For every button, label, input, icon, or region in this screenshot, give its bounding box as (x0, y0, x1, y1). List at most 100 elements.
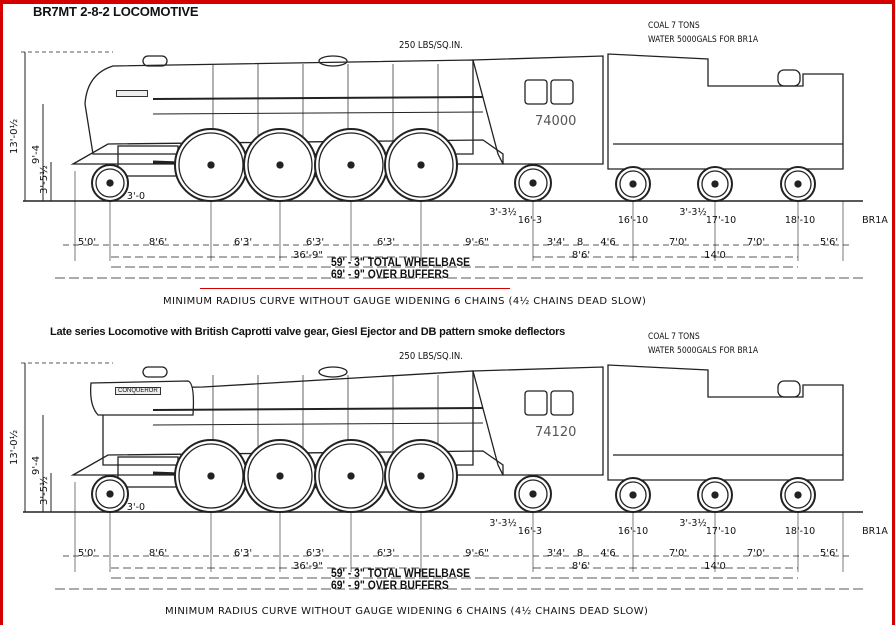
pony-wheel-diameter: 3'-0 (126, 502, 146, 513)
cab (472, 55, 604, 165)
driving-wheel (314, 439, 388, 513)
wheel-spacing-label: 8'6' (148, 237, 168, 248)
driving-wheel (243, 439, 317, 513)
tender-wheel (615, 477, 651, 513)
min-radius-note: MINIMUM RADIUS CURVE WITHOUT GAUGE WIDEN… (165, 606, 649, 617)
wheel-spacing-label: 5'0' (77, 237, 97, 248)
tender-filler (777, 380, 801, 398)
loco-number: 74000 (535, 114, 577, 129)
wheel-spacing-label: 6'3' (233, 548, 253, 559)
chimney (142, 366, 168, 378)
over-buffers-label: 69' - 9" OVER BUFFERS (331, 580, 449, 592)
wheel-spacing-label: 3'4' (546, 237, 566, 248)
tender-wheelbase-label: 14'0 (704, 250, 726, 261)
wheel-spacing-label: 5'6' (819, 237, 839, 248)
wheel-spacing-label: 8 (576, 237, 584, 248)
over-buffers-label: 69' - 9" OVER BUFFERS (331, 269, 449, 281)
wheel-spacing-label: 5'0' (77, 548, 97, 559)
tender-filler (777, 69, 801, 87)
tender-wheel-diameter: 3'-3½ (679, 207, 707, 218)
locomotive-drawing (21, 362, 863, 590)
water-label: WATER 5000GALS FOR BR1A (648, 346, 759, 356)
driving-wheel (243, 128, 317, 202)
subtitle: Late series Locomotive with British Capr… (50, 326, 566, 338)
cab-window (550, 79, 574, 105)
pony-wheel (91, 475, 129, 513)
wheel-spacing-label: 7'0' (668, 548, 688, 559)
tender-wheel (780, 477, 816, 513)
height-overall: 13'-0½ (9, 118, 20, 154)
height-overall: 13'-0½ (9, 429, 20, 465)
tender-wheel (697, 166, 733, 202)
cab (472, 366, 604, 476)
wheel-spacing-label: 8'6' (148, 548, 168, 559)
pressure-label: 250 LBS/SQ.IN. (399, 351, 463, 362)
loco-number: 74120 (535, 425, 577, 440)
min-radius-note: MINIMUM RADIUS CURVE WITHOUT GAUGE WIDEN… (163, 296, 647, 307)
cab-window (524, 390, 548, 416)
wheel-spacing-label: 7'0' (668, 237, 688, 248)
total-wheelbase-label: 59' - 3" TOTAL WHEELBASE (331, 568, 471, 580)
wheel-spacing-label: 6'3' (233, 237, 253, 248)
driving-wheel (314, 128, 388, 202)
dome (318, 366, 348, 378)
total-wheelbase-label: 59' - 3" TOTAL WHEELBASE (331, 257, 471, 269)
tender-type-label: BR1A (862, 215, 888, 226)
nameplate: CONQUEROR (115, 387, 161, 395)
dome (318, 55, 348, 67)
height-boiler: 9'-4 (31, 455, 42, 475)
tender-axle-1-position: 16'-10 (617, 215, 649, 226)
wheel-spacing-label: 6'3' (305, 548, 325, 559)
cab-window (524, 79, 548, 105)
tender-axle-3-position: 18'-10 (784, 526, 816, 537)
tender-axle-3-position: 18'-10 (784, 215, 816, 226)
wheel-spacing-label: 4'6 (600, 548, 616, 559)
pressure-label: 250 LBS/SQ.IN. (399, 40, 463, 51)
tender-wheel (697, 477, 733, 513)
tender-wheel (780, 166, 816, 202)
tender-wheelbase-label: 14'0 (704, 561, 726, 572)
wheel-spacing-label: 8 (576, 548, 584, 559)
height-buffer: 3'-5½ (39, 476, 50, 505)
driving-wheel (384, 439, 458, 513)
wheel-spacing-label: 3'4' (546, 548, 566, 559)
pony-wheel-diameter: 3'-0 (126, 191, 146, 202)
pony-wheel (91, 164, 129, 202)
wheel-spacing-label: 5'6' (819, 548, 839, 559)
wheel-spacing-label: 6'3' (376, 237, 396, 248)
wheel-spacing-label: 9'-6" (465, 548, 489, 559)
cylinder (117, 145, 179, 177)
tender-axle-2-position: 17'-10 (705, 215, 737, 226)
coupled-wheelbase-label: 36'-9" (292, 561, 324, 572)
trailing-wheel (514, 164, 552, 202)
tender-wheel (615, 166, 651, 202)
red-underline (200, 288, 510, 289)
coupled-wheelbase-label: 36'-9" (292, 250, 324, 261)
tender-body (607, 53, 844, 170)
trailing-wheel-position: 16'-3 (517, 215, 543, 226)
coal-label: COAL 7 TONS (648, 332, 700, 342)
tender-body (607, 364, 844, 481)
wheel-spacing-label: 6'3' (305, 237, 325, 248)
cab-window (550, 390, 574, 416)
coal-label: COAL 7 TONS (648, 21, 700, 31)
trailing-wheel-position: 16'-3 (517, 526, 543, 537)
tender-bogie-label: 8'6' (571, 561, 591, 572)
driving-wheel (174, 439, 248, 513)
trailing-wheel-diameter: 3'-3½ (489, 518, 517, 529)
nameplate (116, 90, 148, 97)
driving-wheel (384, 128, 458, 202)
trailing-wheel (514, 475, 552, 513)
wheel-spacing-label: 9'-6" (465, 237, 489, 248)
wheel-spacing-label: 7'0' (746, 548, 766, 559)
tender-axle-2-position: 17'-10 (705, 526, 737, 537)
water-label: WATER 5000GALS FOR BR1A (648, 35, 759, 45)
tender-wheel-diameter: 3'-3½ (679, 518, 707, 529)
cylinder (117, 456, 179, 488)
wheel-spacing-label: 4'6 (600, 237, 616, 248)
page-title: BR7MT 2-8-2 LOCOMOTIVE (33, 4, 199, 19)
chimney (142, 55, 168, 67)
height-buffer: 3'-5½ (39, 165, 50, 194)
wheel-spacing-label: 6'3' (376, 548, 396, 559)
